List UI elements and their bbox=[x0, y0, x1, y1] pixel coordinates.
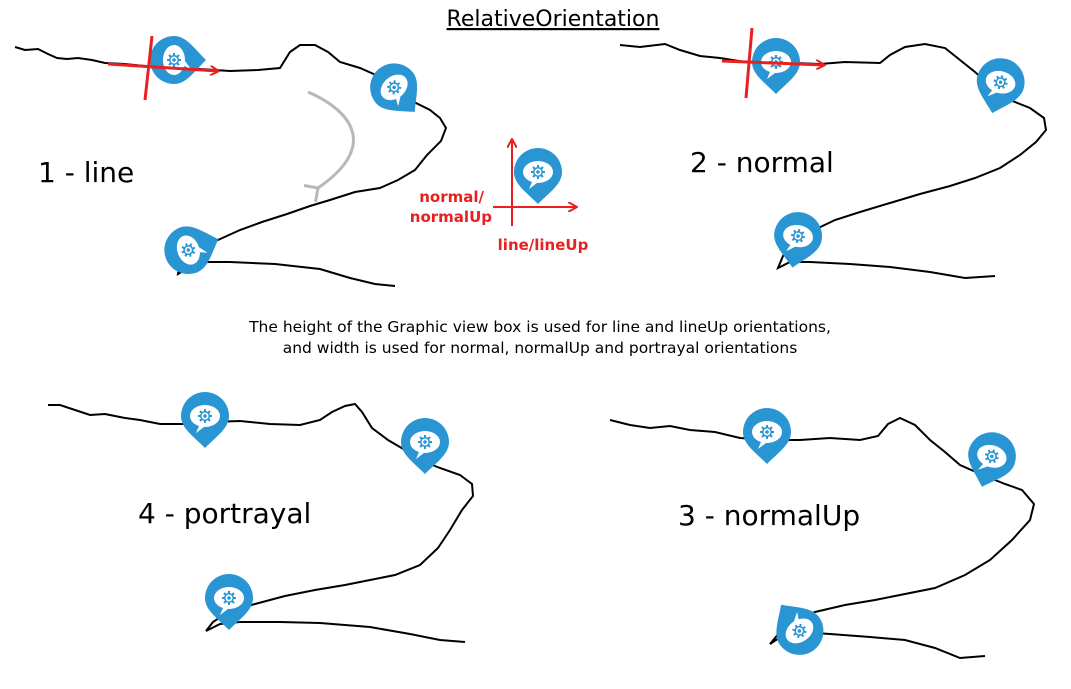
orientation-legend: normal/ normalUp line/lineUp bbox=[410, 140, 589, 254]
map-pin-with-gear-icon bbox=[400, 417, 450, 475]
panel-portrayal: 4 - portrayal bbox=[48, 391, 475, 643]
panel-label-line: 1 - line bbox=[38, 156, 134, 189]
map-pin-with-gear-icon bbox=[359, 52, 435, 129]
map-pin-with-gear-icon bbox=[742, 407, 792, 465]
legend-label-normal-up: normalUp bbox=[410, 208, 492, 226]
panel-label-portrayal: 4 - portrayal bbox=[138, 497, 311, 530]
axis-horizontal-arrow bbox=[107, 62, 218, 71]
axis-horizontal-arrow bbox=[721, 59, 824, 65]
legend-label-line: line/lineUp bbox=[498, 236, 589, 254]
map-pin-with-gear-icon bbox=[156, 215, 228, 282]
route-line bbox=[48, 402, 475, 643]
map-pin-with-gear-icon bbox=[180, 391, 230, 449]
panel-label-normal: 2 - normal bbox=[690, 146, 834, 179]
map-pin-with-gear-icon bbox=[149, 35, 207, 85]
panel-line: 1 - line bbox=[14, 35, 448, 287]
map-pin-with-gear-icon bbox=[513, 147, 563, 205]
map-pin-with-gear-icon bbox=[968, 51, 1031, 121]
legend-label-normal: normal/ bbox=[419, 188, 484, 206]
map-pin-with-gear-icon bbox=[751, 37, 801, 95]
caption-line-1: The height of the Graphic view box is us… bbox=[248, 318, 831, 336]
caption-line-2: and width is used for normal, normalUp a… bbox=[283, 339, 798, 357]
rotation-hint-arrow bbox=[303, 90, 355, 203]
panel-label-normal-up: 3 - normalUp bbox=[678, 499, 860, 532]
diagram-title: RelativeOrientation bbox=[447, 7, 660, 32]
panel-normal-up: 3 - normalUp bbox=[609, 407, 1036, 666]
map-pin-with-gear-icon bbox=[958, 425, 1024, 496]
map-pin-with-gear-icon bbox=[760, 589, 834, 666]
panel-normal: 2 - normal bbox=[619, 27, 1048, 280]
